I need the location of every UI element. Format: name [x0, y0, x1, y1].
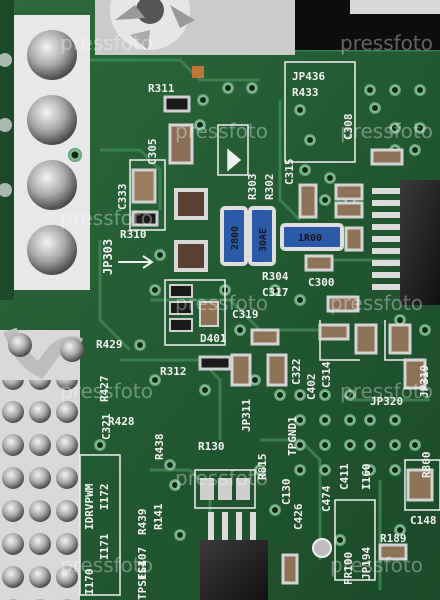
label-r428: R428 — [108, 415, 135, 428]
label-r302: R302 — [263, 174, 276, 201]
label-r130: R130 — [198, 440, 225, 453]
label-r433: R433 — [292, 86, 319, 99]
bottom-left-connector — [0, 327, 84, 600]
label-c314: C314 — [320, 361, 333, 388]
label-c402: C402 — [305, 374, 318, 401]
watermark-text-9: pressfoto — [340, 379, 433, 403]
test-point — [192, 66, 204, 78]
label-r189: R189 — [380, 532, 407, 545]
watermark-text-1: pressfoto — [60, 31, 153, 55]
label-r427: R427 — [98, 376, 111, 403]
label-jp311: JP311 — [240, 399, 253, 432]
label-c148: C148 — [410, 514, 437, 527]
label-r141: R141 — [152, 503, 165, 530]
label-tpgnd1: TPGND1 — [286, 416, 299, 456]
top-fastener — [95, 0, 295, 55]
marking-30ae: 30AE — [258, 228, 269, 252]
label-r311: R311 — [148, 82, 175, 95]
label-i160: I160 — [360, 464, 373, 491]
watermark-text-10: pressfoto — [175, 466, 268, 490]
label-idrvpwm: IDRVPWM — [83, 483, 96, 530]
marking-1r00: 1R00 — [298, 233, 322, 244]
label-r429: R429 — [96, 338, 123, 351]
label-c411: C411 — [338, 463, 351, 490]
label-c317: C317 — [262, 286, 289, 299]
label-r800: R800 — [420, 452, 433, 479]
label-tpsfs1: TPSFS1 — [136, 560, 149, 600]
label-jp320: JP320 — [370, 395, 403, 408]
label-r815: R815 — [256, 454, 269, 481]
watermark-text-5: pressfoto — [60, 206, 153, 230]
label-i172: I172 — [98, 484, 111, 511]
label-i171: I171 — [98, 533, 111, 560]
label-c315: C315 — [283, 159, 296, 186]
watermark-text-3: pressfoto — [175, 119, 268, 143]
label-c319: C319 — [232, 308, 259, 321]
watermark-text-7: pressfoto — [330, 291, 423, 315]
label-r304: R304 — [262, 270, 289, 283]
arrow-marker — [118, 255, 154, 269]
ic-chip-bottom — [200, 512, 268, 600]
label-jp303: JP303 — [101, 239, 115, 275]
label-d401: D401 — [200, 332, 227, 345]
watermark: pressfoto pressfoto pressfoto pressfoto … — [60, 31, 433, 577]
label-ic407: IC407 — [136, 547, 149, 580]
label-jp319: JP319 — [418, 365, 431, 398]
mount-hole — [312, 538, 332, 558]
label-r303: R303 — [246, 174, 259, 201]
label-i170: I170 — [83, 569, 96, 596]
watermark-text-4: pressfoto — [340, 119, 433, 143]
label-c308: C308 — [342, 114, 355, 141]
label-r438: R438 — [153, 434, 166, 461]
watermark-text-8: pressfoto — [60, 379, 153, 403]
label-r439: R439 — [136, 509, 149, 536]
label-c321: C321 — [100, 413, 113, 440]
label-fr100: FR100 — [342, 552, 355, 585]
smd-components — [131, 95, 434, 585]
label-r310: R310 — [120, 228, 147, 241]
label-c333: C333 — [116, 184, 129, 211]
watermark-text-12: pressfoto — [330, 553, 423, 577]
label-jp194: JP194 — [360, 547, 373, 580]
watermark-text-11: pressfoto — [60, 553, 153, 577]
label-c426: C426 — [292, 503, 305, 530]
component-markings: 2800 30AE 1R00 — [230, 226, 322, 252]
label-c474: C474 — [320, 485, 333, 512]
label-c322: C322 — [290, 359, 303, 386]
label-c305: C305 — [146, 139, 159, 166]
watermark-text-2: pressfoto — [340, 31, 433, 55]
label-jp436: JP436 — [292, 70, 325, 83]
ic-chip-right — [372, 180, 440, 305]
marking-2800: 2800 — [230, 226, 241, 250]
label-r312: R312 — [160, 365, 187, 378]
watermark-text-6: pressfoto — [175, 291, 268, 315]
silkscreen-labels: R311 C305 C333 R310 JP303 R303 R302 C315… — [83, 70, 437, 600]
label-c130: C130 — [280, 479, 293, 506]
label-c300: C300 — [308, 276, 335, 289]
